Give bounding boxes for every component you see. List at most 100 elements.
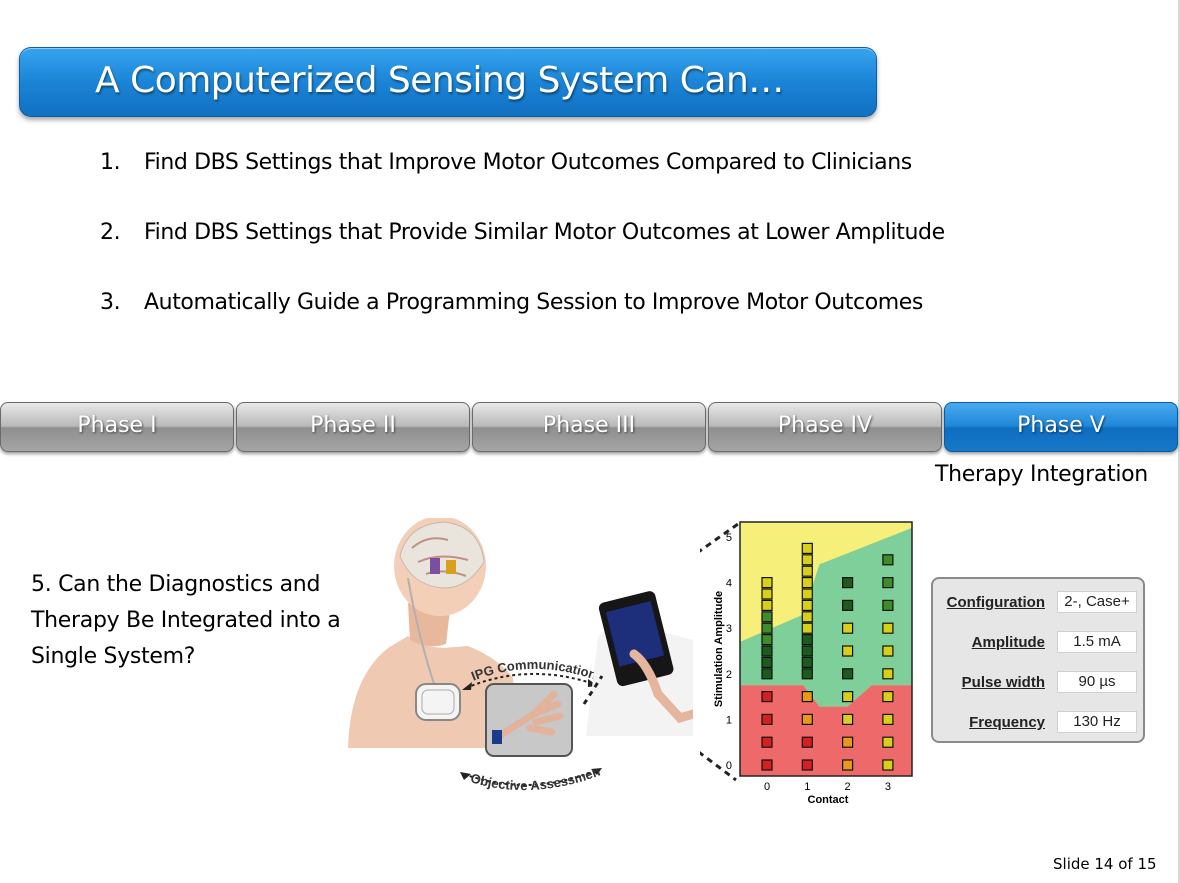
setting-label: Frequency [969, 714, 1045, 731]
heatmap-cell [801, 565, 813, 577]
wrist-sensor-icon [492, 730, 502, 744]
heatmap-cell [842, 759, 854, 771]
goal-number: 2. [100, 220, 121, 245]
y-tick-label: 3 [726, 623, 732, 635]
heatmap-cell [842, 668, 854, 680]
hand-icon [492, 690, 564, 742]
title-banner: A Computerized Sensing System Can… [19, 47, 877, 117]
heatmap-cell [761, 691, 773, 703]
phase-label: Phase I [77, 413, 157, 438]
heatmap-cell [842, 599, 854, 612]
heatmap-cell [761, 759, 773, 771]
ipg-device-inner [421, 689, 455, 715]
heatmap-cell [761, 656, 773, 668]
setting-row-pulse-width: Pulse width 90 µs [933, 671, 1143, 695]
x-tick-label: 1 [804, 781, 810, 793]
heatmap-cell [801, 759, 813, 771]
heatmap-cell [882, 713, 894, 725]
heatmap-cell [761, 645, 773, 657]
phase-5-button[interactable]: Phase V [944, 402, 1178, 452]
heatmap-cell [801, 713, 813, 725]
heatmap-cell [761, 668, 773, 680]
goal-item: 2.Find DBS Settings that Provide Similar… [100, 220, 945, 245]
heatmap-cell [842, 576, 854, 589]
goal-item: 1.Find DBS Settings that Improve Motor O… [100, 150, 912, 175]
objective-assessment-arrow [463, 769, 599, 786]
x-tick-label: 3 [885, 781, 891, 793]
heatmap-cell [801, 656, 813, 668]
setting-row-frequency: Frequency 130 Hz [933, 711, 1143, 735]
goal-text: Find DBS Settings that Improve Motor Out… [144, 150, 912, 175]
y-tick-label: 4 [726, 578, 732, 590]
setting-row-configuration: Configuration 2-, Case+ [933, 591, 1143, 615]
phase-4-button[interactable]: Phase IV [708, 402, 942, 452]
dbs-system-illustration: IPG Communication Objective Assessment [348, 518, 693, 793]
heatmap-cell [842, 691, 854, 703]
settings-panel: Configuration 2-, Case+ Amplitude 1.5 mA… [931, 577, 1145, 743]
ipg-device-icon [415, 683, 461, 721]
y-axis-label: Stimulation Amplitude [713, 591, 725, 707]
heatmap-cell [761, 611, 773, 623]
phase-label: Phase III [542, 413, 636, 438]
amplitude-field[interactable]: 1.5 mA [1057, 631, 1137, 653]
heatmap-cell [882, 645, 894, 657]
heatmap-cell [801, 633, 813, 646]
region-red [740, 685, 912, 776]
heatmap-cell [801, 588, 813, 600]
heatmap-cell [801, 576, 813, 589]
heatmap-cell [761, 588, 773, 600]
setting-label: Configuration [946, 594, 1045, 611]
tablet-screen [605, 601, 665, 667]
lead-wire [407, 577, 437, 691]
phase-label: Phase V [1017, 413, 1105, 438]
heatmap-cell [882, 736, 894, 748]
configuration-field[interactable]: 2-, Case+ [1057, 591, 1137, 613]
heatmap-cell [801, 611, 813, 623]
brain-icon [399, 521, 485, 589]
heatmap-cell [882, 622, 894, 634]
heatmap-cell [882, 599, 894, 612]
x-tick-label: 2 [845, 781, 851, 793]
heatmap-cell [842, 713, 854, 725]
clinician-hand [629, 649, 693, 724]
frequency-field[interactable]: 130 Hz [1057, 711, 1137, 733]
y-tick-label: 2 [726, 669, 732, 681]
heatmap-cell [801, 554, 813, 566]
slide-title: A Computerized Sensing System Can… [95, 60, 784, 101]
heatmap-cell [801, 542, 813, 554]
brain-folds [411, 537, 469, 577]
goal-number: 3. [100, 290, 121, 315]
phase-2-button[interactable]: Phase II [236, 402, 470, 452]
heatmap-cell [761, 736, 773, 748]
phase-1-button[interactable]: Phase I [0, 402, 234, 452]
phase-caption: Therapy Integration [935, 462, 1148, 487]
heatmap-cell [801, 668, 813, 680]
setting-row-amplitude: Amplitude 1.5 mA [933, 631, 1143, 655]
heatmap-cell [761, 633, 773, 646]
brain-target-icon [446, 560, 456, 574]
heatmap-cell [882, 576, 894, 589]
heatmap-cell [801, 622, 813, 634]
heatmap-cell [761, 713, 773, 725]
y-tick-label: 5 [726, 532, 732, 544]
phase-3-button[interactable]: Phase III [472, 402, 706, 452]
setting-label: Amplitude [971, 634, 1045, 651]
heatmap-cell [842, 736, 854, 748]
heatmap-cell [842, 645, 854, 657]
y-tick-label: 1 [726, 714, 732, 726]
goal-item: 3. Automatically Guide a Programming Sess… [100, 290, 923, 315]
heatmap-cell [761, 576, 773, 589]
plot-frame [739, 521, 913, 777]
heatmap-cell [801, 736, 813, 748]
question-text: 5. Can the Diagnostics and Therapy Be In… [31, 572, 341, 669]
heatmap-cell [801, 645, 813, 657]
pulse-width-field[interactable]: 90 µs [1057, 671, 1137, 693]
ipg-communication-arrow [465, 673, 595, 689]
heatmap-cell [801, 691, 813, 703]
y-tick-label: 0 [726, 760, 732, 772]
heatmap-cell [842, 622, 854, 634]
zoom-line-top [700, 522, 739, 553]
heatmap-cell [882, 759, 894, 771]
goal-text: Automatically Guide a Programming Sessio… [144, 290, 923, 315]
